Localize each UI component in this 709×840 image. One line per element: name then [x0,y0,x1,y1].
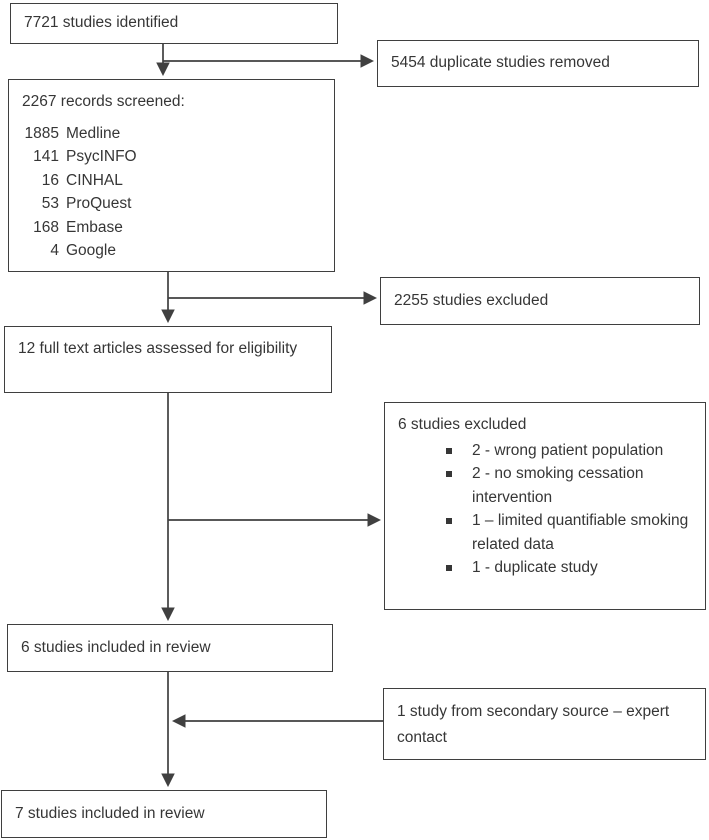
source-name: Google [66,242,116,260]
duplicates-removed-label: 5454 duplicate studies removed [391,54,610,72]
source-name: PsycINFO [66,148,137,166]
exclusion-reason: 2 - wrong patient population [446,439,690,462]
source-count: 4 [50,242,59,260]
exclusion-reason-label: 2 - no smoking cessation intervention [472,465,644,506]
fulltext-assessed-label: 12 full text articles assessed for eligi… [18,340,298,357]
source-row-embase: 168 Embase [22,216,321,239]
exclusion-reason-label: 1 – limited quantifiable smoking related… [472,512,689,553]
box-duplicates-removed: 5454 duplicate studies removed [377,40,699,87]
source-count: 168 [33,218,59,236]
exclusion-reason-list: 2 - wrong patient population 2 - no smok… [398,439,692,579]
box-fulltext-assessed: 12 full text articles assessed for eligi… [4,326,332,393]
final-included-label: 7 studies included in review [15,804,205,822]
source-count: 53 [41,195,59,213]
source-row-medline: 1885 Medline [22,122,321,145]
box-studies-included: 6 studies included in review [7,624,333,672]
source-name: ProQuest [66,195,132,213]
exclusion-reason: 1 - duplicate study [446,556,690,579]
box-records-screened: 2267 records screened: 1885 Medline 141 Ps… [8,79,335,272]
box-studies-identified: 7721 studies identified [10,3,338,44]
exclusion-reason-label: 2 - wrong patient population [472,442,664,460]
source-name: Medline [66,125,121,143]
exclusion-reason: 1 – limited quantifiable smoking related… [446,509,690,556]
exclusion-reason-label: 1 - duplicate study [472,559,598,577]
box-studies-excluded-screening: 2255 studies excluded [380,277,700,325]
source-row-proquest: 53 ProQuest [22,192,321,215]
records-screened-title: 2267 records screened: [22,93,185,110]
source-name: Embase [66,218,123,236]
source-row-google: 4 Google [22,239,321,262]
source-row-cinhal: 16 CINHAL [22,169,321,192]
box-secondary-source: 1 study from secondary source – expert c… [383,688,706,760]
square-bullet-icon [446,518,452,525]
square-bullet-icon [446,565,452,572]
square-bullet-icon [446,471,452,478]
box-final-included: 7 studies included in review [1,790,327,838]
source-count: 16 [41,171,59,189]
exclusion-reason: 2 - no smoking cessation intervention [446,462,690,509]
square-bullet-icon [446,448,452,455]
source-row-psycinfo: 141 PsycINFO [22,145,321,168]
source-name: CINHAL [66,171,123,189]
studies-included-label: 6 studies included in review [21,638,211,656]
box-studies-excluded-fulltext: 6 studies excluded 2 - wrong patient pop… [384,402,706,610]
studies-excluded-fulltext-title: 6 studies excluded [398,416,527,433]
secondary-source-label: 1 study from secondary source – expert c… [397,703,670,746]
studies-identified-label: 7721 studies identified [24,14,179,32]
studies-excluded-screening-label: 2255 studies excluded [394,291,549,309]
source-count: 1885 [24,125,59,143]
source-count: 141 [33,148,59,166]
